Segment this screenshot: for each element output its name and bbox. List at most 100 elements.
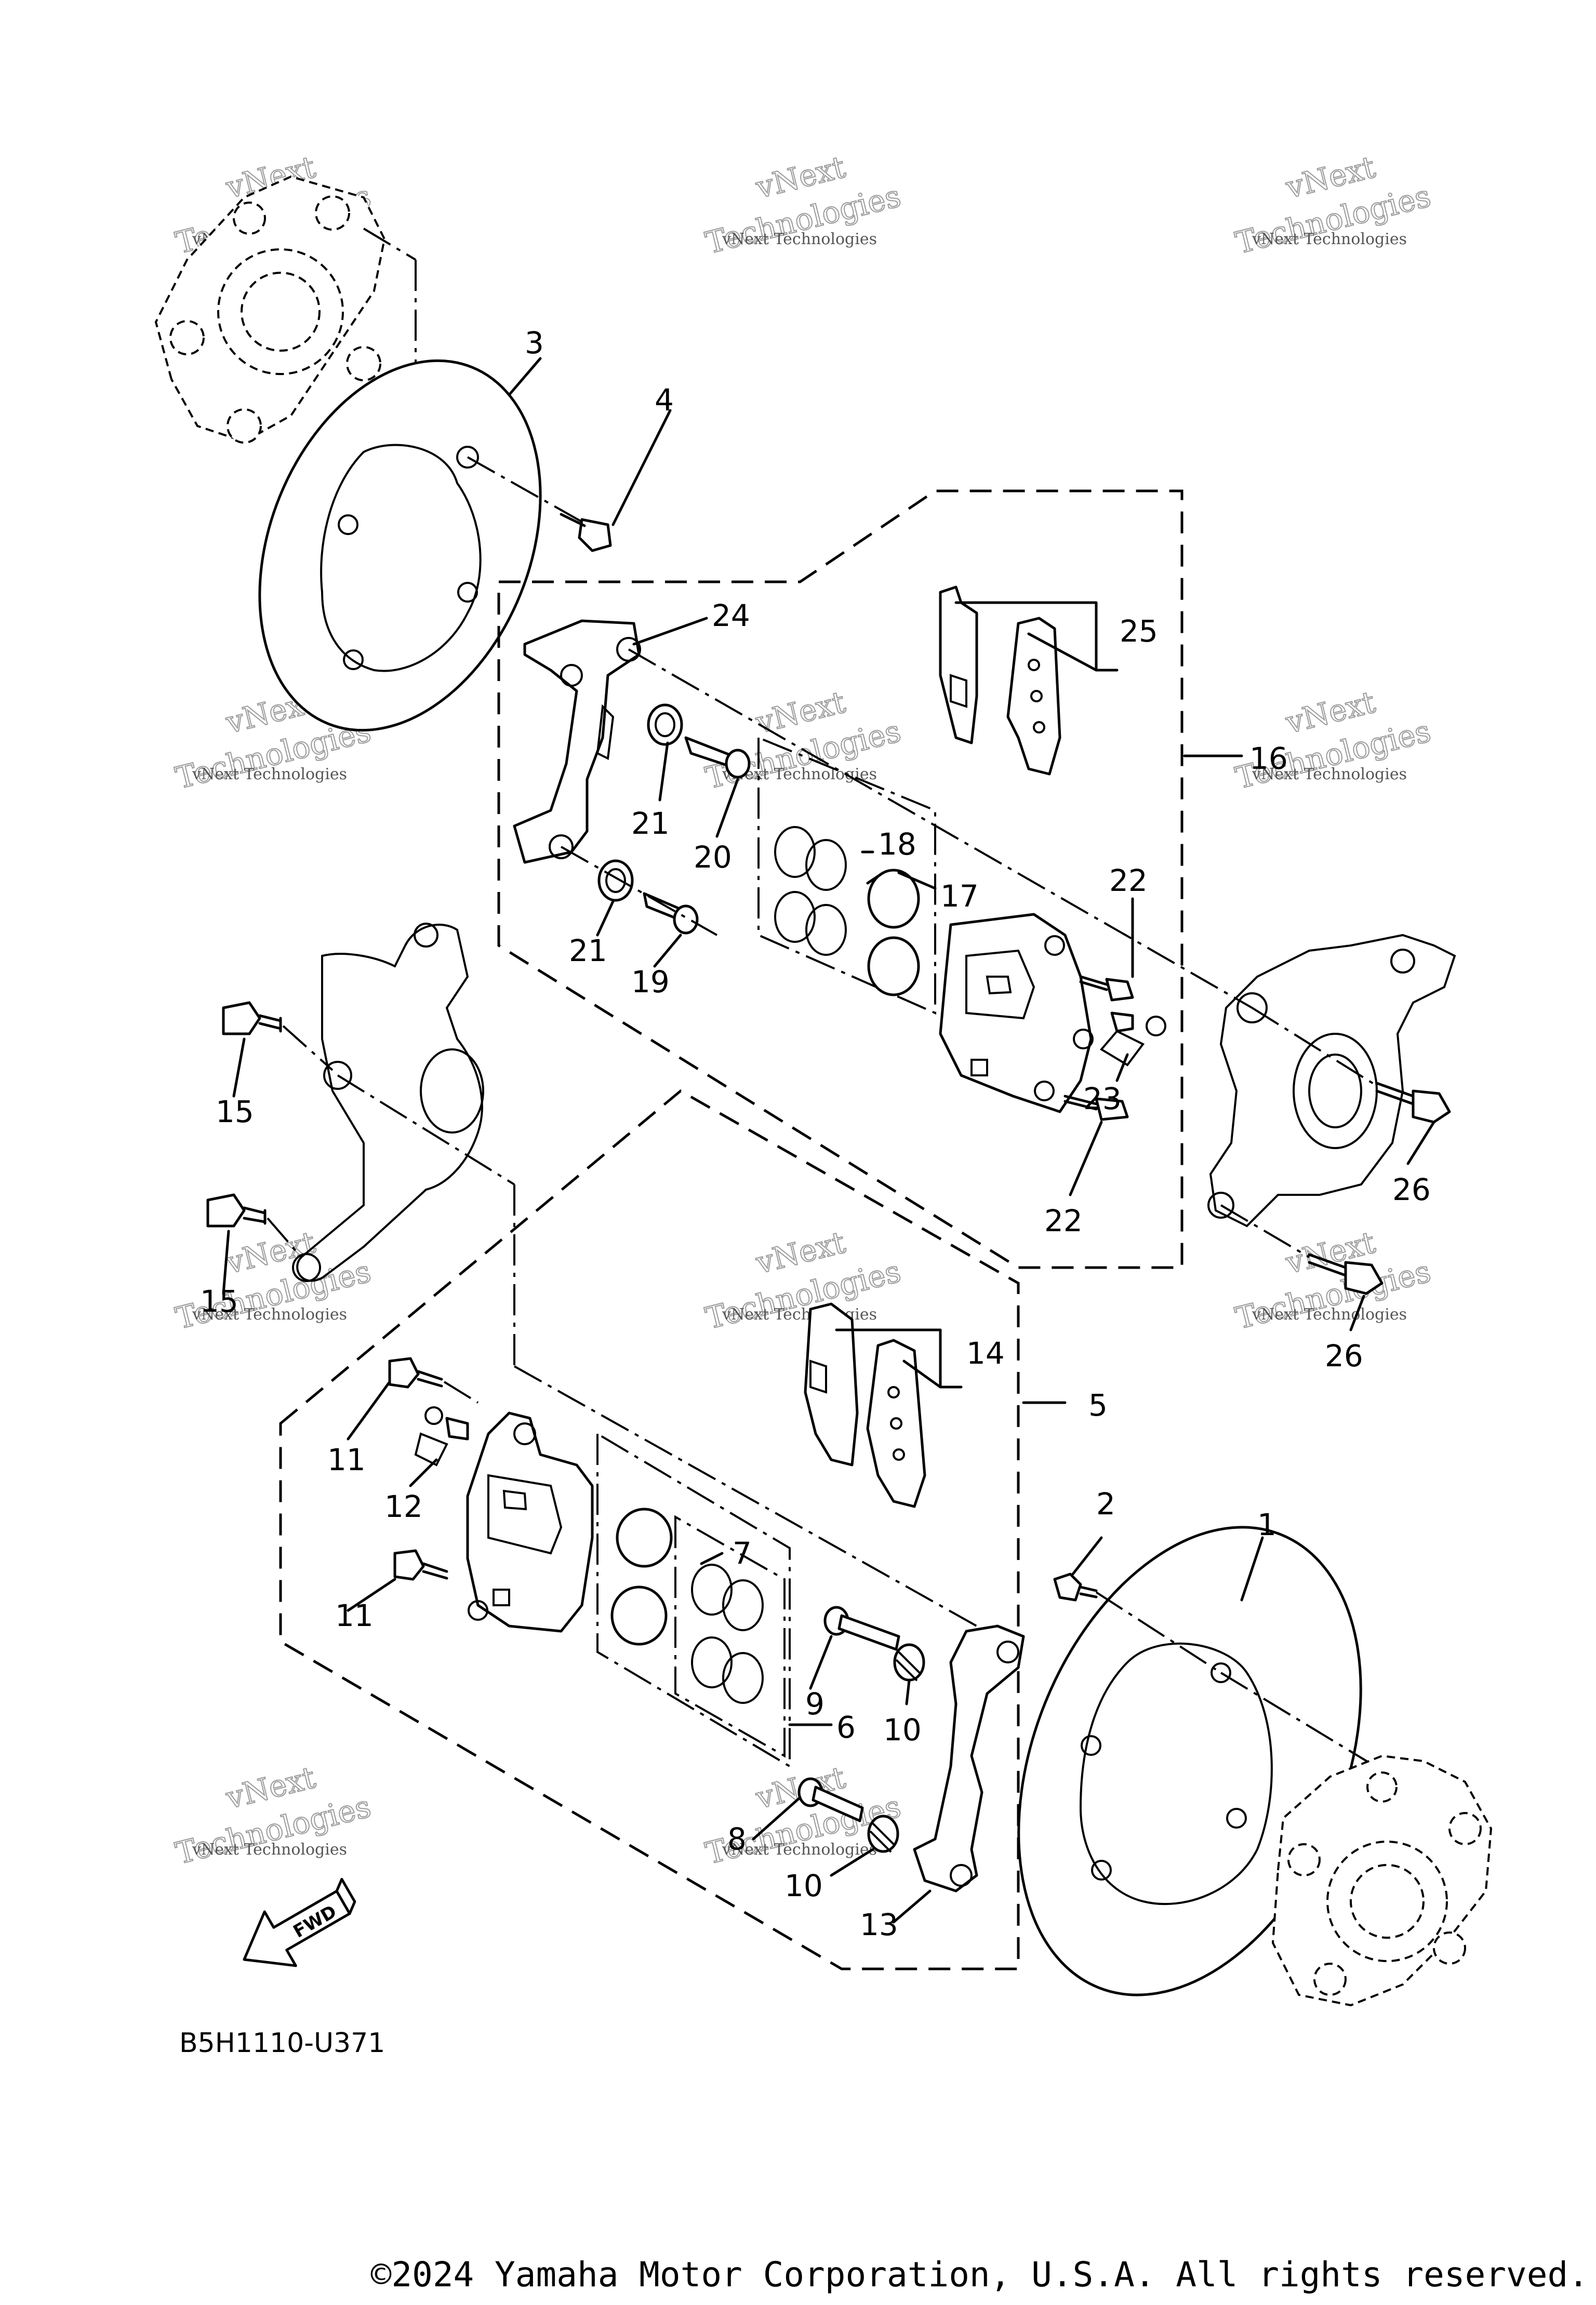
center-line bbox=[561, 846, 717, 936]
caliper-bolt-22-upper bbox=[1079, 975, 1134, 1002]
label-part-5: 5 bbox=[1088, 1388, 1108, 1423]
pistons-17 bbox=[866, 869, 920, 996]
caliper-bracket-upper bbox=[513, 619, 641, 864]
label-part-24: 24 bbox=[712, 598, 750, 633]
label-part-16: 16 bbox=[1249, 741, 1288, 776]
center-line bbox=[514, 1365, 977, 1627]
label-part-7: 7 bbox=[733, 1536, 752, 1571]
label-part-21-upper: 21 bbox=[631, 806, 670, 841]
knuckle-bolt-26-upper bbox=[1251, 1007, 1451, 1124]
part-labels: 3 4 24 25 16 21 20 18 17 22 21 19 23 22 … bbox=[200, 325, 1431, 1942]
knuckle-bolt-15-upper bbox=[222, 1001, 334, 1071]
svg-text:vNext Technologies: vNext Technologies bbox=[192, 1305, 347, 1324]
label-part-20: 20 bbox=[694, 840, 732, 875]
watermark: vNext Technologies vNext Technologies bbox=[701, 1224, 905, 1337]
copyright-notice: ©2024 Yamaha Motor Corporation, U.S.A. A… bbox=[370, 2255, 1589, 2295]
fwd-arrow-icon: FWD bbox=[243, 1877, 356, 1967]
label-part-26-lower: 26 bbox=[1325, 1338, 1363, 1374]
diagram-code: B5H1110-U371 bbox=[179, 2028, 385, 2059]
label-part-9: 9 bbox=[805, 1686, 824, 1722]
assembly-16-outline bbox=[497, 489, 1183, 1269]
caliper-bolt-22-lower bbox=[1063, 1095, 1129, 1121]
watermark: vNext Technologies vNext Technologies bbox=[171, 1759, 375, 1872]
label-part-10-upper: 10 bbox=[883, 1712, 922, 1748]
brake-caliper-lower bbox=[466, 1411, 594, 1633]
watermark: vNext Technologies vNext Technologies bbox=[701, 149, 905, 261]
caliper-bracket-lower bbox=[913, 1624, 1025, 1893]
label-part-22-lower: 22 bbox=[1044, 1203, 1083, 1238]
label-part-12: 12 bbox=[384, 1489, 423, 1524]
disc-bolt-lower bbox=[1053, 1573, 1222, 1674]
pin-8 bbox=[797, 1777, 864, 1822]
steering-knuckle-left bbox=[292, 923, 484, 1282]
label-part-11-upper: 11 bbox=[327, 1442, 366, 1477]
label-part-6: 6 bbox=[836, 1710, 856, 1745]
watermark: vNext Technologies vNext Technologies bbox=[1231, 684, 1434, 796]
label-part-4: 4 bbox=[655, 382, 674, 418]
svg-text:vNext Technologies: vNext Technologies bbox=[1252, 765, 1407, 783]
seals-18 bbox=[774, 826, 847, 956]
label-part-3: 3 bbox=[525, 325, 544, 361]
svg-text:vNext Technologies: vNext Technologies bbox=[722, 230, 877, 248]
svg-text:vNext Technologies: vNext Technologies bbox=[1252, 1305, 1407, 1324]
hub-lower-right bbox=[1271, 1754, 1493, 2007]
label-part-15-upper: 15 bbox=[216, 1094, 254, 1129]
pistons-lower bbox=[610, 1508, 673, 1646]
boot-21-upper bbox=[647, 703, 683, 746]
svg-text:vNext Technologies: vNext Technologies bbox=[192, 765, 347, 783]
label-part-19: 19 bbox=[631, 964, 670, 1000]
piston-box-upper bbox=[757, 736, 936, 1015]
knuckle-bolt-26-lower bbox=[1220, 1204, 1384, 1295]
label-part-2: 2 bbox=[1096, 1486, 1115, 1522]
label-part-25: 25 bbox=[1120, 614, 1158, 649]
label-part-11-lower: 11 bbox=[335, 1598, 374, 1633]
label-part-21-lower: 21 bbox=[569, 933, 607, 968]
bleeder-23 bbox=[1099, 1011, 1166, 1067]
svg-text:vNext Technologies: vNext Technologies bbox=[722, 1841, 877, 1859]
pin-9 bbox=[823, 1606, 900, 1651]
label-part-10-lower: 10 bbox=[784, 1868, 823, 1903]
caliper-bolt-11-lower bbox=[393, 1549, 448, 1581]
label-part-23: 23 bbox=[1083, 1081, 1122, 1116]
center-line bbox=[628, 648, 1253, 1009]
svg-text:vNext Technologies: vNext Technologies bbox=[722, 1305, 877, 1324]
brake-disc-lower bbox=[1017, 1526, 1362, 1996]
watermark: vNext Technologies vNext Technologies bbox=[171, 1224, 375, 1337]
watermark: vNext Technologies vNext Technologies bbox=[701, 684, 905, 796]
boot-10-upper bbox=[893, 1643, 925, 1682]
center-line bbox=[1220, 1672, 1393, 1778]
label-part-22-upper: 22 bbox=[1109, 863, 1148, 898]
label-part-13: 13 bbox=[860, 1907, 898, 1942]
label-part-8: 8 bbox=[727, 1821, 747, 1857]
label-part-17: 17 bbox=[940, 878, 979, 914]
seals-7 bbox=[691, 1564, 764, 1704]
pin-20 bbox=[684, 736, 751, 779]
label-part-15-lower: 15 bbox=[200, 1284, 238, 1319]
brake-pads-lower bbox=[804, 1302, 926, 1508]
label-part-14: 14 bbox=[966, 1336, 1005, 1371]
bleeder-12 bbox=[414, 1406, 469, 1467]
leader-lines bbox=[222, 357, 1435, 1924]
hub-upper-left bbox=[154, 175, 386, 444]
svg-text:vNext Technologies: vNext Technologies bbox=[1252, 230, 1407, 248]
boot-10-lower bbox=[867, 1815, 899, 1853]
center-line bbox=[363, 228, 417, 261]
label-part-26-upper: 26 bbox=[1392, 1172, 1431, 1207]
steering-knuckle-right bbox=[1207, 934, 1456, 1228]
caliper-bolt-11-upper bbox=[388, 1357, 479, 1404]
center-line bbox=[337, 1074, 515, 1185]
disc-bolt-upper bbox=[467, 456, 612, 552]
knuckle-bolt-15-lower bbox=[206, 1193, 302, 1258]
assembly-5-outline bbox=[279, 1089, 1020, 1970]
watermark: vNext Technologies vNext Technologies bbox=[1231, 1224, 1434, 1337]
svg-text:vNext Technologies: vNext Technologies bbox=[192, 1841, 347, 1859]
brake-caliper-upper bbox=[939, 913, 1094, 1113]
seal-box-lower bbox=[674, 1515, 786, 1758]
brake-pads-upper bbox=[939, 585, 1061, 776]
watermark: vNext Technologies vNext Technologies bbox=[1231, 149, 1434, 261]
label-part-1: 1 bbox=[1257, 1507, 1276, 1542]
brake-disc-upper bbox=[258, 359, 542, 732]
boot-21-lower bbox=[597, 859, 634, 902]
label-part-18: 18 bbox=[878, 827, 916, 862]
